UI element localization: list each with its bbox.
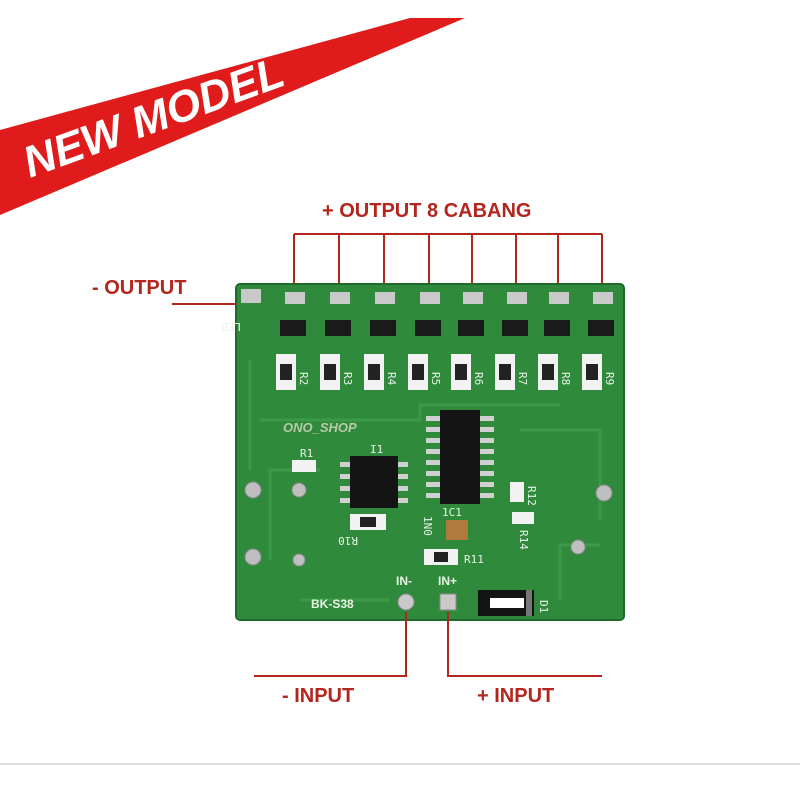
- input-negative-label: - INPUT: [282, 685, 354, 707]
- resistor-label-r4: R4: [385, 372, 398, 386]
- solder-vias: [244, 481, 613, 567]
- resistor-label-r9: R9: [603, 372, 616, 385]
- r10-label: R10: [338, 534, 358, 547]
- r12-label: R12: [525, 486, 538, 506]
- ic-main: [426, 410, 494, 504]
- output-negative-label: - OUTPUT: [92, 277, 186, 299]
- resistor-label-r5: R5: [429, 372, 442, 385]
- d1-label: D1: [537, 600, 550, 613]
- output-pads: [285, 292, 613, 304]
- output-branches-label: + OUTPUT 8 CABANG: [322, 200, 531, 222]
- pad-in-plus-label: IN+: [438, 574, 457, 588]
- led-pad: [241, 289, 261, 303]
- resistor-r14: [512, 512, 534, 524]
- r11-label: R11: [464, 553, 484, 566]
- r14-label: R14: [517, 530, 530, 550]
- input-positive-label: + INPUT: [477, 685, 554, 707]
- diode-d1: [478, 590, 534, 616]
- pad-in-minus: [397, 593, 415, 611]
- resistor-label-r8: R8: [559, 372, 572, 385]
- new-model-banner: NEW MODEL: [0, 18, 465, 215]
- pcb-board: LED: [221, 283, 625, 621]
- output-branch-bracket: [293, 233, 603, 290]
- pad-in-minus-label: IN-: [396, 574, 412, 588]
- resistor-r12: [510, 482, 524, 502]
- ic-u1: [340, 456, 408, 508]
- c1-label: 1C1: [442, 506, 462, 519]
- capacitor-c1: [446, 520, 468, 540]
- resistor-label-r2: R2: [297, 372, 310, 385]
- led-label: LED: [221, 320, 241, 333]
- resistor-row: [276, 354, 602, 390]
- ino-label: 1N0: [421, 516, 434, 536]
- resistor-labels: R2 R3 R4 R5 R6 R7 R8 R9: [297, 372, 616, 386]
- r1-label: R1: [300, 447, 313, 460]
- u1-label: I1: [370, 443, 383, 456]
- pad-in-plus: [439, 593, 457, 611]
- resistor-r1: [292, 460, 316, 472]
- input-leaders: [254, 612, 602, 677]
- resistor-label-r3: R3: [341, 372, 354, 385]
- model-label: BK-S38: [311, 597, 354, 611]
- transistor-row: [280, 320, 614, 336]
- resistor-label-r7: R7: [516, 372, 529, 385]
- shop-watermark: ONO_SHOP: [283, 420, 357, 435]
- resistor-label-r6: R6: [472, 372, 485, 385]
